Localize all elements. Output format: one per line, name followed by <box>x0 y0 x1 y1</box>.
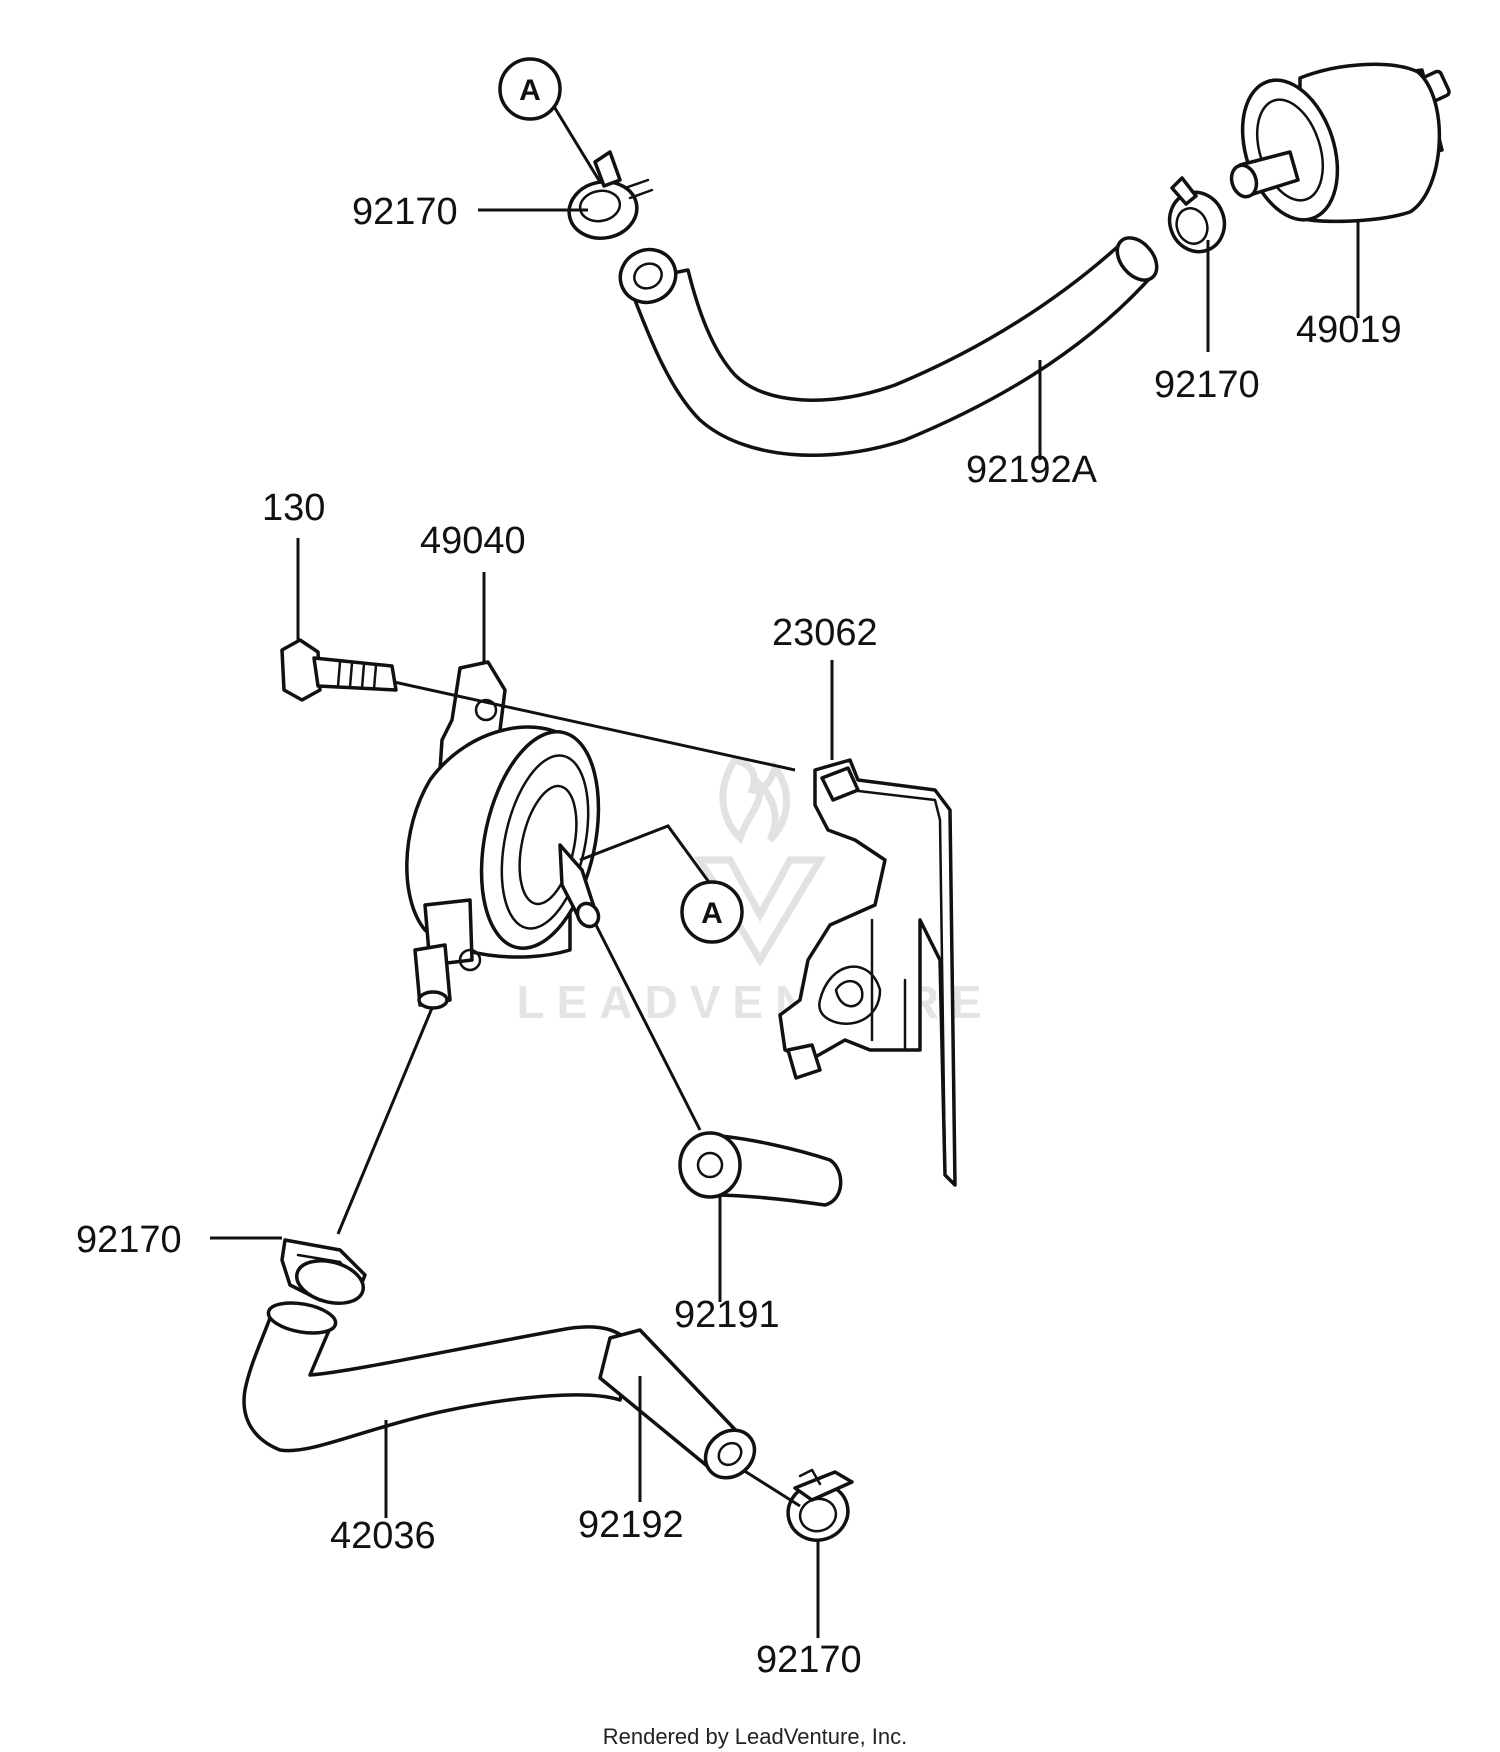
fuel-hose-42036 <box>242 1301 634 1453</box>
label-pump: 49040 <box>420 520 526 562</box>
mounting-bracket <box>778 758 957 1187</box>
render-credit: Rendered by LeadVenture, Inc. <box>603 1724 908 1749</box>
label-hose-long: 42036 <box>330 1515 436 1557</box>
flange-bolt <box>280 638 398 702</box>
label-filter: 49019 <box>1296 309 1402 351</box>
fuel-filter <box>1229 62 1451 224</box>
label-clamp-top-right: 92170 <box>1154 364 1260 406</box>
part-labels: 92170 49019 92170 92192A 130 49040 23062… <box>76 191 1402 1681</box>
callout-a-mid-text: A <box>701 897 723 930</box>
label-hose-bottom: 92192 <box>578 1504 684 1546</box>
label-hose-short: 92191 <box>674 1294 780 1336</box>
watermark-text: LEADVENTURE <box>516 976 993 1028</box>
fuel-hose-92191 <box>678 1131 843 1207</box>
label-bracket: 23062 <box>772 612 878 654</box>
label-clamp-mid-left: 92170 <box>76 1219 182 1261</box>
hose-clamp-mid-left <box>280 1238 367 1305</box>
watermark-logo-icon <box>693 755 827 967</box>
hose-clamp-top-left <box>567 150 654 240</box>
callout-a-mid: A <box>680 880 744 944</box>
callout-a-top-text: A <box>519 74 541 107</box>
label-hose-top: 92192A <box>966 449 1098 491</box>
fuel-pump <box>405 660 601 1010</box>
label-clamp-bottom: 92170 <box>756 1639 862 1681</box>
label-bolt: 130 <box>262 487 325 529</box>
hose-clamp-bottom <box>786 1468 854 1542</box>
hose-clamp-top-right <box>1167 176 1227 254</box>
label-clamp-top-left: 92170 <box>352 191 458 233</box>
leader-lines <box>210 99 1360 1638</box>
callout-a-top: A <box>498 57 562 121</box>
fuel-hose-92192 <box>598 1328 757 1480</box>
fuel-hose-92192a <box>618 236 1159 458</box>
